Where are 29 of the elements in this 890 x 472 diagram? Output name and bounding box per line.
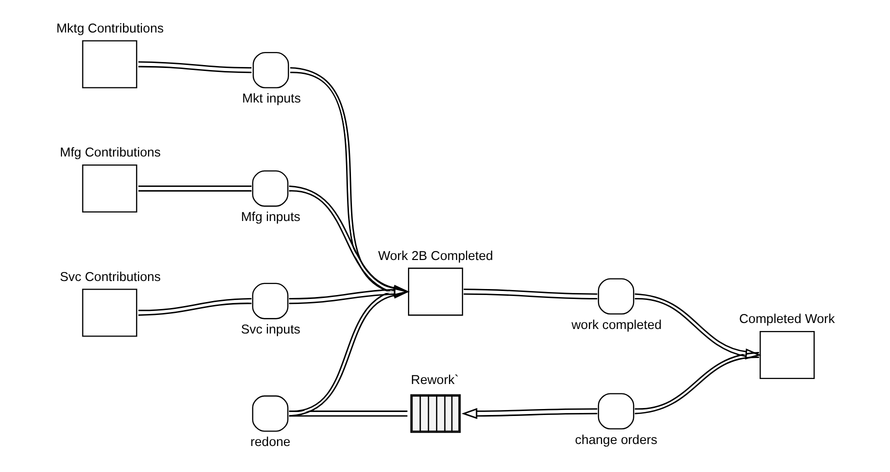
node-label: Svc inputs [240, 322, 300, 337]
arrow [290, 67, 410, 296]
connector [463, 288, 597, 300]
node-label: Rework` [410, 372, 458, 388]
node-label: redone [250, 434, 290, 450]
connector [634, 352, 759, 414]
node-label: Mfg inputs [240, 209, 300, 224]
arrow [288, 186, 410, 296]
connector [288, 410, 407, 417]
connector [138, 298, 252, 316]
node-box [82, 288, 137, 337]
node-label: Mktg Contributions [56, 20, 164, 36]
node-label: Svc Contributions [59, 268, 160, 284]
node-box [408, 268, 463, 316]
node-box [82, 40, 137, 88]
arrow [288, 286, 410, 304]
node-label: Mkt inputs [242, 90, 300, 106]
arrow [634, 293, 761, 360]
node-label: Completed Work [738, 311, 834, 326]
node-label: Mfg Contributions [59, 144, 160, 160]
node-label: Work 2B Completed [378, 248, 493, 263]
node-box [82, 164, 137, 213]
arrow [461, 408, 597, 420]
node-box [759, 330, 814, 379]
node-label: work completed [571, 316, 662, 332]
arrow [288, 288, 410, 417]
connector [138, 61, 252, 74]
connector [138, 185, 251, 192]
node-label: change orders [574, 432, 657, 447]
